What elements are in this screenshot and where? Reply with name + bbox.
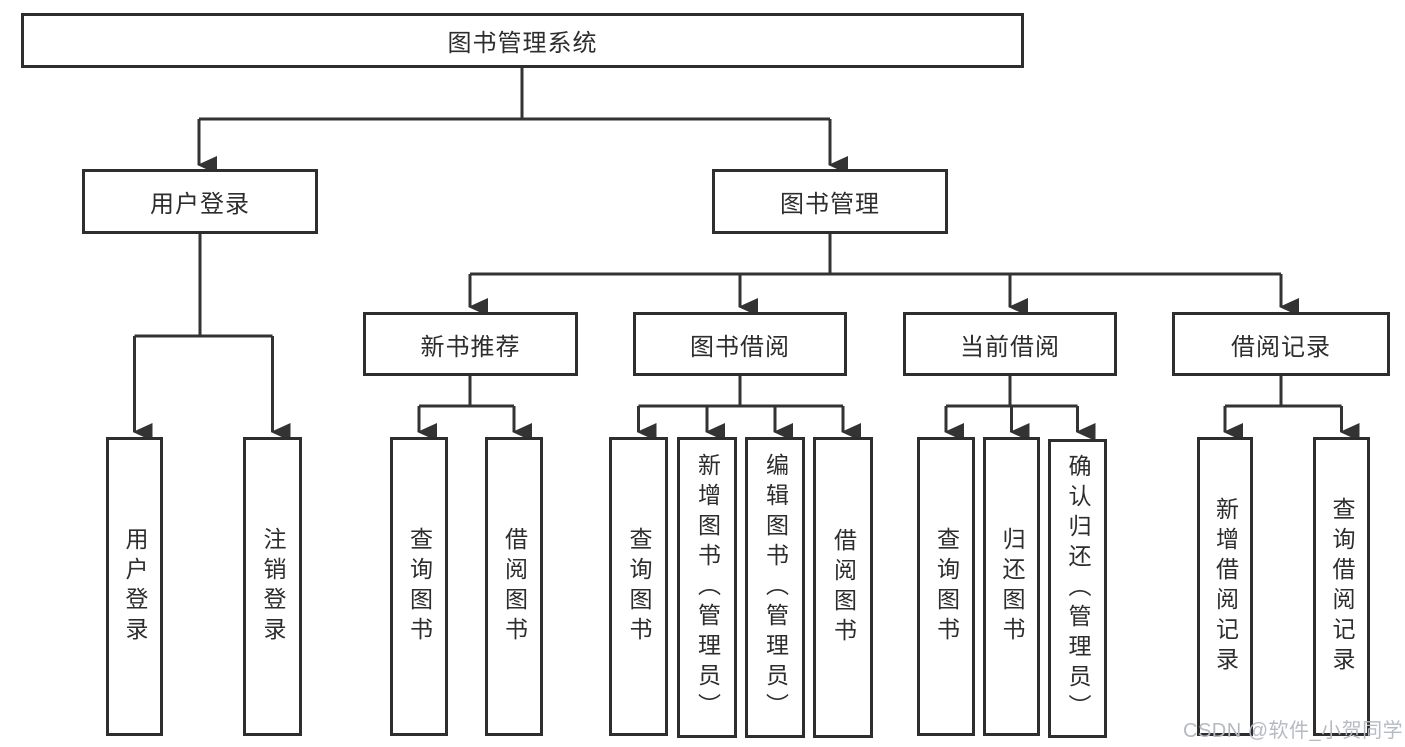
node-borrowing-records: 借阅记录 [1172, 312, 1390, 376]
leaf-borrow-query-books: 查询图书 [609, 437, 668, 736]
node-new-book-recommend-label: 新书推荐 [420, 333, 521, 361]
node-root-system: 图书管理系统 [21, 13, 1024, 68]
leaf-recommend-query-books-label: 查询图书 [406, 526, 433, 647]
leaf-recommend-borrow-books-label: 借阅图书 [501, 526, 528, 647]
leaf-add-borrow-record: 新增借阅记录 [1197, 437, 1253, 736]
leaf-borrow-books: 借阅图书 [813, 437, 873, 738]
leaf-query-borrow-record-label: 查询借阅记录 [1329, 496, 1355, 677]
node-borrowing-records-label: 借阅记录 [1231, 333, 1331, 361]
node-book-borrowing-label: 图书借阅 [690, 333, 790, 361]
leaf-logout: 注销登录 [243, 437, 302, 736]
node-book-management-branch-label: 图书管理 [780, 191, 880, 218]
csdn-watermark: CSDN @软件_小贺同学 [1183, 720, 1404, 742]
leaf-edit-books-admin-label: 编辑图书（管理员） [762, 452, 789, 723]
node-current-borrowing: 当前借阅 [903, 312, 1117, 376]
leaf-confirm-return-admin: 确认归还（管理员） [1048, 439, 1107, 738]
leaf-current-query-books: 查询图书 [917, 437, 975, 736]
leaf-edit-books-admin: 编辑图书（管理员） [745, 437, 805, 738]
leaf-query-borrow-record: 查询借阅记录 [1313, 437, 1370, 736]
leaf-logout-label: 注销登录 [260, 526, 286, 647]
leaf-confirm-return-admin-label: 确认归还（管理员） [1065, 453, 1091, 724]
connector-lines [132, 68, 1360, 441]
leaf-current-query-books-label: 查询图书 [933, 526, 960, 647]
node-book-borrowing: 图书借阅 [633, 312, 847, 376]
leaf-return-books-label: 归还图书 [999, 526, 1025, 647]
leaf-add-books-admin-label: 新增图书（管理员） [694, 452, 721, 723]
leaf-borrow-query-books-label: 查询图书 [626, 526, 652, 647]
leaf-add-borrow-record-label: 新增借阅记录 [1212, 496, 1239, 677]
node-user-login-branch: 用户登录 [82, 169, 318, 234]
node-user-login-branch-label: 用户登录 [150, 191, 250, 218]
node-current-borrowing-label: 当前借阅 [960, 333, 1060, 361]
node-new-book-recommend: 新书推荐 [363, 312, 578, 376]
leaf-add-books-admin: 新增图书（管理员） [677, 437, 737, 738]
node-root-system-label: 图书管理系统 [447, 30, 598, 57]
leaf-user-login: 用户登录 [106, 437, 163, 736]
leaf-borrow-books-label: 借阅图书 [830, 527, 857, 648]
leaf-return-books: 归还图书 [983, 437, 1040, 736]
leaf-recommend-borrow-books: 借阅图书 [485, 437, 543, 736]
leaf-user-login-label: 用户登录 [122, 526, 148, 647]
leaf-recommend-query-books: 查询图书 [390, 437, 448, 736]
node-book-management-branch: 图书管理 [712, 169, 948, 234]
